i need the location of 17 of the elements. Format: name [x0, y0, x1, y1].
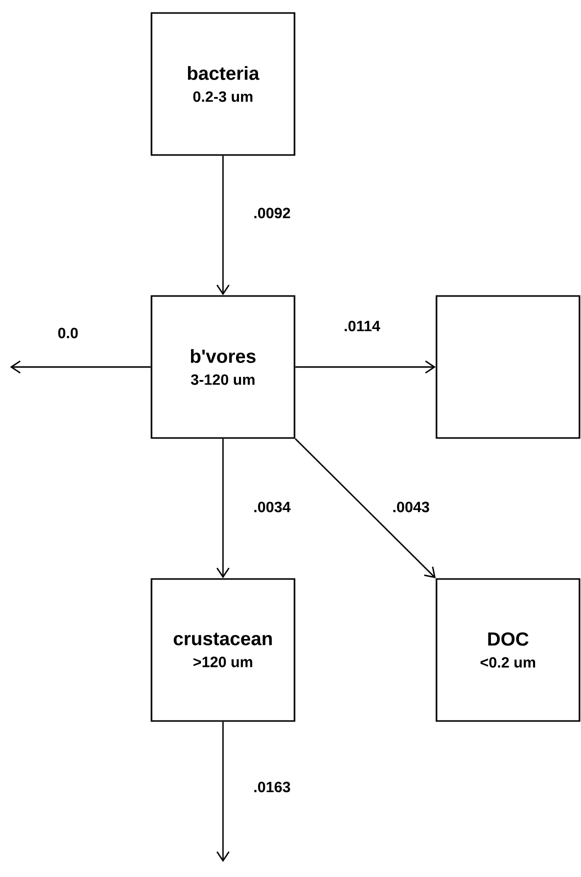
process-box: b'vores 3-120 um: [150, 295, 296, 439]
edge-label: .0043: [391, 500, 431, 514]
edge-label: .0114: [342, 320, 382, 332]
arrow: [216, 156, 230, 296]
arrow: [10, 360, 151, 374]
process-box: crustacean >120 um: [150, 578, 296, 722]
arrow: [216, 722, 230, 862]
arrow: [216, 438, 230, 578]
edge-label: .0092: [252, 206, 292, 220]
process-box: bacteria 0.2-3 um: [150, 12, 296, 156]
edge-label: .0163: [252, 780, 292, 794]
process-box: DOC <0.2 um: [436, 578, 580, 722]
edge-label: 0.0: [56, 326, 80, 340]
arrow: [295, 360, 436, 374]
empty-box: [436, 295, 580, 439]
arrow: [294, 438, 436, 578]
edge-label: .0034: [252, 500, 292, 514]
